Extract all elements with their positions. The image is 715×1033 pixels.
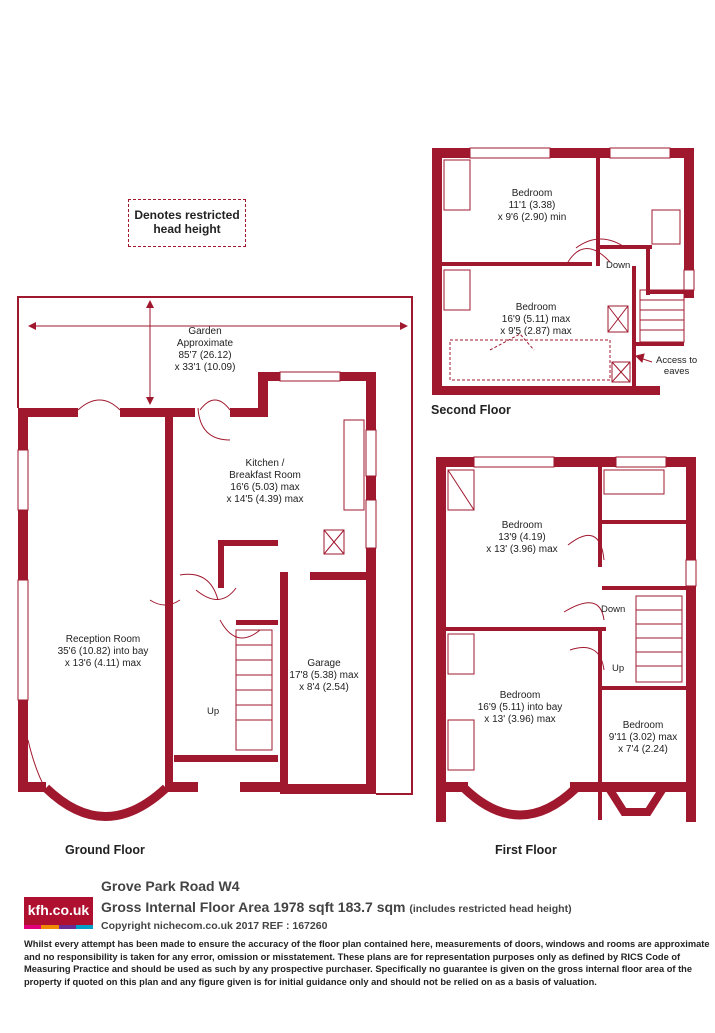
garden-dimension-lines <box>30 302 406 403</box>
bed2f-1-name: Bedroom <box>511 188 553 199</box>
stairs-up-ground: Up <box>207 706 220 717</box>
reception-name: Reception Room <box>65 634 141 645</box>
eaves-line2: eaves <box>663 366 690 377</box>
reception-length: 35'6 (10.82) into bay <box>57 646 149 657</box>
kitchen-label: Kitchen / Breakfast Room 16'6 (5.03) max… <box>210 458 320 506</box>
stairs-down-second: Down <box>606 260 631 271</box>
garage-name: Garage <box>307 658 341 669</box>
eaves-arrow <box>635 353 653 363</box>
logo-colour-strip <box>24 925 93 929</box>
disclaimer: Whilst every attempt has been made to en… <box>24 939 710 987</box>
kitchen-name: Kitchen / <box>245 458 285 469</box>
copyright: Copyright nichecom.co.uk 2017 REF : 1672… <box>101 920 328 932</box>
stairs-down-first: Down <box>601 604 626 615</box>
bay-windows <box>42 784 666 821</box>
access-to-eaves-label: Access to eaves <box>656 355 697 377</box>
fittings <box>27 159 685 791</box>
kitchen-name-2: Breakfast Room <box>229 470 301 481</box>
kfh-logo: kfh.co.uk <box>24 897 93 929</box>
windows <box>17 147 697 701</box>
legend-line2: head height <box>153 222 221 236</box>
bed2f-2-name: Bedroom <box>515 302 557 313</box>
strip-purple <box>58 925 76 929</box>
strip-pink <box>24 925 42 929</box>
bed2f-2-length: 16'9 (5.11) max <box>501 314 571 325</box>
bed1f-3-width: x 7'4 (2.24) <box>618 744 668 755</box>
strip-orange <box>41 925 59 929</box>
bed2f-2-width: x 9'5 (2.87) max <box>500 326 572 337</box>
bed1f-2-name: Bedroom <box>499 690 541 701</box>
bedroom-1f-1-label: Bedroom 13'9 (4.19) x 13' (3.96) max <box>472 520 572 556</box>
kitchen-length: 16'6 (5.03) max <box>230 482 300 493</box>
bed1f-2-width: x 13' (3.96) max <box>484 714 556 725</box>
garden-label: Garden Approximate 85'7 (26.12) x 33'1 (… <box>140 326 270 374</box>
stairs-up-first: Up <box>612 663 625 674</box>
bed1f-1-width: x 13' (3.96) max <box>486 544 558 555</box>
ground-floor-title: Ground Floor <box>65 843 145 857</box>
garden-length: 85'7 (26.12) <box>178 350 232 361</box>
bed1f-1-length: 13'9 (4.19) <box>498 532 546 543</box>
walls <box>18 148 696 822</box>
garage-length: 17'8 (5.38) max <box>289 670 359 681</box>
gia-value: Gross Internal Floor Area 1978 sqft 183.… <box>101 899 406 915</box>
eaves-line1: Access to <box>656 355 698 366</box>
property-address: Grove Park Road W4 <box>101 878 240 894</box>
bed1f-3-name: Bedroom <box>622 720 664 731</box>
garden-name: Garden <box>188 326 222 337</box>
strip-blue <box>75 925 93 929</box>
restricted-height-legend: Denotes restricted head height <box>128 199 246 247</box>
gia-note: (includes restricted head height) <box>409 903 572 915</box>
reception-label: Reception Room 35'6 (10.82) into bay x 1… <box>38 634 168 670</box>
first-floor-title: First Floor <box>495 843 557 857</box>
restricted-zones <box>449 333 611 381</box>
kitchen-width: x 14'5 (4.39) max <box>226 494 304 505</box>
garden-boundary <box>17 296 413 795</box>
garden-approx: Approximate <box>176 338 234 349</box>
bedroom-2f-2-label: Bedroom 16'9 (5.11) max x 9'5 (2.87) max <box>486 302 586 338</box>
garage-label: Garage 17'8 (5.38) max x 8'4 (2.54) <box>284 658 364 694</box>
garage-width: x 8'4 (2.54) <box>299 682 349 693</box>
bed1f-1-name: Bedroom <box>501 520 543 531</box>
bed2f-1-width: x 9'6 (2.90) min <box>497 212 567 223</box>
legend-line1: Denotes restricted <box>134 208 240 222</box>
bedroom-2f-1-label: Bedroom 11'1 (3.38) x 9'6 (2.90) min <box>482 188 582 224</box>
bedroom-1f-2-label: Bedroom 16'9 (5.11) into bay x 13' (3.96… <box>470 690 570 726</box>
garden-width: x 33'1 (10.09) <box>174 362 236 373</box>
reception-width: x 13'6 (4.11) max <box>64 658 142 669</box>
bed1f-2-length: 16'9 (5.11) into bay <box>477 702 563 713</box>
bedroom-1f-3-label: Bedroom 9'11 (3.02) max x 7'4 (2.24) <box>600 720 686 756</box>
gross-internal-area: Gross Internal Floor Area 1978 sqft 183.… <box>101 899 572 915</box>
bed2f-1-length: 11'1 (3.38) <box>508 200 556 211</box>
second-floor-title: Second Floor <box>431 403 511 417</box>
bed1f-3-length: 9'11 (3.02) max <box>608 732 678 743</box>
